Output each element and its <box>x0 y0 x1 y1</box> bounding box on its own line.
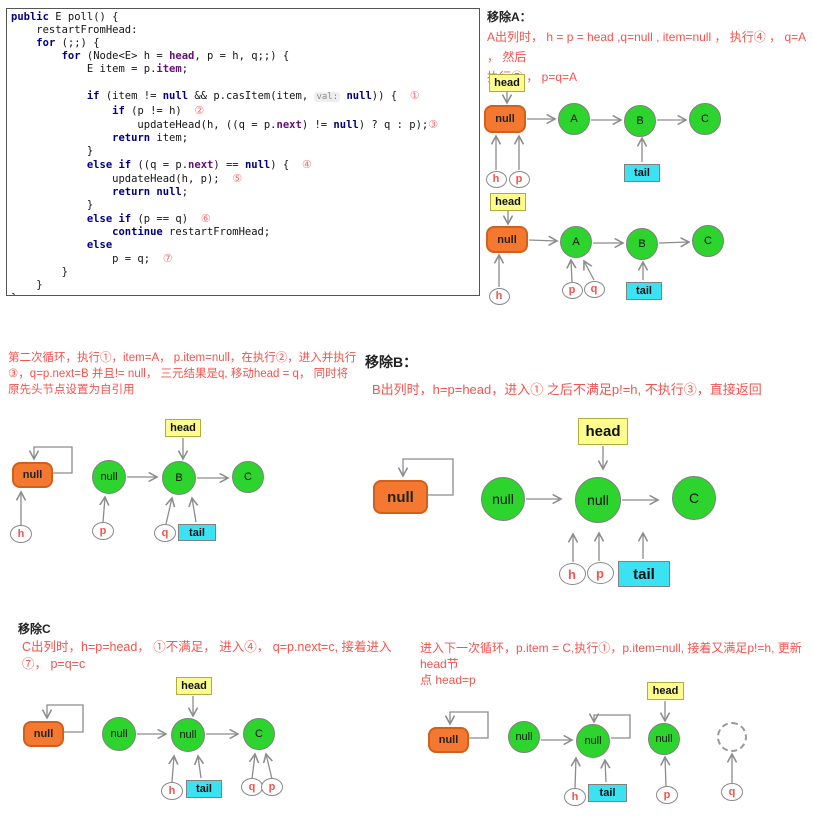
remove-b-annotation: B出列时，h=p=head，进入① 之后不满足p!=h, 不执行③，直接返回 <box>372 382 762 397</box>
empty-dashed-node <box>717 722 747 752</box>
code-line: p = q; ⑦ <box>11 252 173 265</box>
second-loop-annotation: 第二次循环，执行①，item=A， p.item=null，在执行②，进入并执行… <box>8 352 357 396</box>
code-line: else if (p == q) ⑥ <box>86 212 211 225</box>
code-line: return item; <box>112 132 189 144</box>
remove-c-title: 移除C <box>18 622 51 636</box>
node-A: A <box>558 103 590 135</box>
node-A: A <box>560 226 592 258</box>
code-line: for (;;) { <box>36 37 100 49</box>
node-null: null <box>508 721 540 753</box>
code-line: } <box>11 199 94 211</box>
pointer-p: p <box>261 778 283 796</box>
code-line: for (Node<E> h = head, p = h, q;;) { <box>61 50 290 62</box>
code-line: } <box>11 279 43 291</box>
code-line: else <box>86 239 113 251</box>
remove-a-annotation: A出列时， h = p = head ,q=null , item=null ，… <box>487 30 806 84</box>
code-line: } <box>11 145 94 157</box>
node-null: null <box>575 477 621 523</box>
sentinel-null-node: null <box>486 226 528 253</box>
pointer-q: q <box>583 280 605 298</box>
node-C: C <box>232 461 264 493</box>
code-line: restartFromHead: <box>11 24 138 36</box>
pointer-h: h <box>485 170 507 188</box>
head-label: head <box>165 419 201 437</box>
pointer-h: h <box>488 287 510 305</box>
head-label: head <box>578 418 628 445</box>
code-line: updateHead(h, p); ⑤ <box>11 172 243 185</box>
code-line: E item = p.item; <box>11 63 189 75</box>
pointer-h: h <box>161 782 183 800</box>
tail-label: tail <box>626 282 662 300</box>
code-line: updateHead(h, ((q = p.next) != null) ? q… <box>11 118 439 131</box>
head-label: head <box>176 677 212 695</box>
node-C: C <box>243 718 275 750</box>
pointer-p: p <box>586 562 614 584</box>
code-line <box>11 76 477 89</box>
remove-a-title: 移除A： <box>487 10 532 24</box>
poll-method-code-block: public E poll() { restartFromHead: for (… <box>6 8 480 296</box>
node-null: null <box>92 460 126 494</box>
node-B: B <box>626 228 658 260</box>
node-null: null <box>481 477 525 521</box>
node-B: B <box>162 461 196 495</box>
sentinel-null-node: null <box>428 727 469 753</box>
pointer-h: h <box>10 525 32 543</box>
tail-label: tail <box>178 524 216 541</box>
code-line: public E poll() { <box>11 11 119 23</box>
code-line: } <box>11 292 477 295</box>
node-B: B <box>624 105 656 137</box>
code-line: if (item != null && p.casItem(item, val:… <box>86 89 420 102</box>
code-line: } <box>11 266 68 278</box>
node-C: C <box>692 225 724 257</box>
pointer-p: p <box>92 522 114 540</box>
sentinel-null-node: null <box>23 721 64 747</box>
tail-label: tail <box>618 561 670 587</box>
head-label: head <box>490 193 526 211</box>
remove-b-title: 移除B： <box>365 354 418 370</box>
code-line: continue restartFromHead; <box>112 226 271 238</box>
pointer-q: q <box>721 783 743 801</box>
node-C: C <box>689 103 721 135</box>
pointer-h: h <box>564 788 586 806</box>
sentinel-null-node: null <box>373 480 428 514</box>
pointer-q: q <box>154 524 176 542</box>
pointer-h: h <box>558 563 586 585</box>
node-null: null <box>576 724 610 758</box>
code-line: return null; <box>112 186 189 198</box>
pointer-q: q <box>241 778 263 796</box>
sentinel-null-node: null <box>12 462 53 488</box>
tail-label: tail <box>588 784 627 802</box>
tail-label: tail <box>186 780 222 798</box>
pointer-p: p <box>508 170 530 188</box>
node-null: null <box>648 723 680 755</box>
pointer-p: p <box>656 786 678 804</box>
head-label: head <box>489 74 525 92</box>
node-null: null <box>102 717 136 751</box>
head-label: head <box>647 682 684 700</box>
sentinel-null-node: null <box>484 105 526 133</box>
pointer-p: p <box>561 281 583 299</box>
remove-c-annotation: C出列时，h=p=head， ①不满足， 进入④， q=p.next=c, 接着… <box>22 640 392 671</box>
code-line: if (p != h) ② <box>112 104 205 117</box>
tail-label: tail <box>624 164 660 182</box>
node-null: null <box>171 718 205 752</box>
next-loop-annotation: 进入下一次循环，p.item = C,执行①，p.item=null, 接着又满… <box>420 641 802 687</box>
node-C: C <box>672 476 716 520</box>
code-line: else if ((q = p.next) == null) { ④ <box>86 158 312 171</box>
